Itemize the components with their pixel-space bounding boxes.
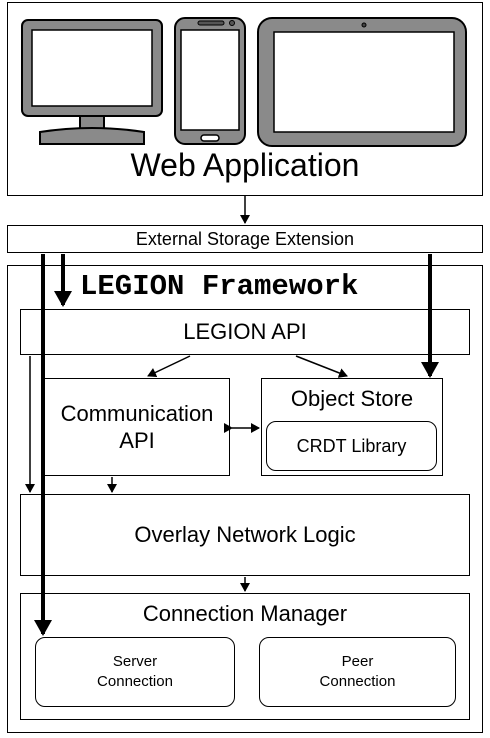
peer-connection-label: Peer Connection [319,652,396,690]
external-storage-extension-label: External Storage Extension [135,228,355,249]
peer-connection-box: Peer Connection [259,637,456,707]
communication-api-box: Communication API [44,378,230,476]
legion-api-box: LEGION API [20,309,470,355]
legion-framework-title: LEGION Framework [80,270,359,303]
legion-api-label: LEGION API [183,319,307,344]
crdt-library-label: CRDT Library [296,435,407,456]
crdt-library-box: CRDT Library [266,421,437,471]
object-store-label: Object Store [290,386,414,411]
overlay-network-logic-box: Overlay Network Logic [20,494,470,576]
communication-api-label: Communication API [60,400,214,454]
desktop-monitor-icon [21,19,163,145]
arrow-api-to-comm [147,355,191,378]
smartphone-icon [174,17,246,145]
external-storage-extension-box: External Storage Extension [7,225,483,253]
connection-manager-label: Connection Manager [142,601,348,626]
tablet-icon [257,17,467,147]
server-connection-box: Server Connection [35,637,235,707]
devices-illustration [21,17,467,147]
server-connection-label: Server Connection [97,652,173,690]
web-application-label: Web Application [130,146,360,183]
arrow-api-to-store [295,355,348,378]
overlay-network-logic-label: Overlay Network Logic [134,522,356,547]
